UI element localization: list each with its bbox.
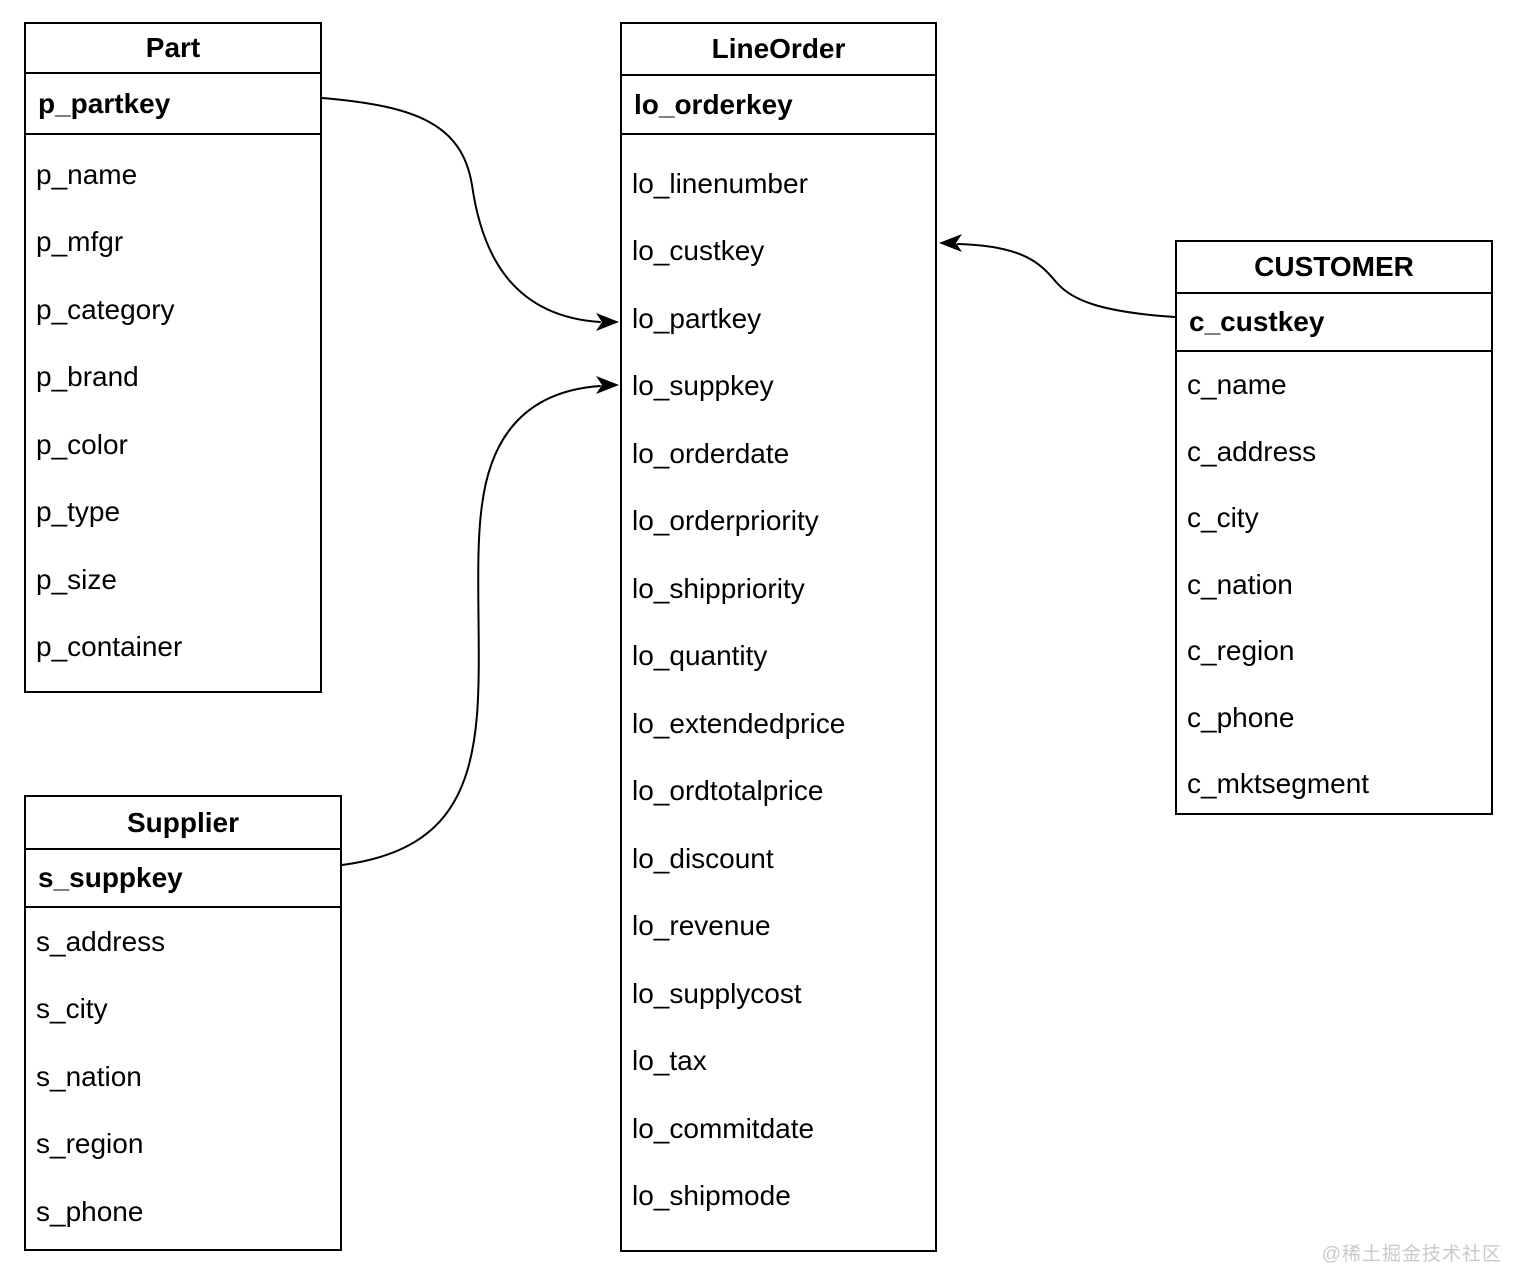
field-s_address: s_address xyxy=(36,925,166,957)
table-part-fields: p_name p_mfgr p_category p_brand p_color p_ty… xyxy=(26,135,320,681)
field-c_nation: c_nation xyxy=(1187,568,1293,600)
arrowhead-lo-partkey-icon xyxy=(596,313,619,331)
field-lo_partkey: lo_partkey xyxy=(632,302,762,334)
table-part-title: Part xyxy=(26,24,320,74)
table-lineorder: LineOrder lo_orderkey lo_linenumber lo_cu… xyxy=(620,22,937,1252)
table-supplier-fields: s_address s_city s_nation s_region s_phone xyxy=(26,908,340,1246)
relation-customer-to-lineorder xyxy=(957,243,1176,318)
table-part-key: p_partkey xyxy=(26,74,320,135)
table-supplier: Supplier s_suppkey s_address s_city s_nati… xyxy=(24,795,342,1251)
field-lo_tax: lo_tax xyxy=(632,1045,707,1077)
field-c_region: c_region xyxy=(1187,635,1295,667)
arrowhead-lo-custkey-icon xyxy=(939,234,962,252)
field-p_category: p_category xyxy=(36,293,175,325)
field-lo_shippriority: lo_shippriority xyxy=(632,572,805,604)
field-lo_orderpriority: lo_orderpriority xyxy=(632,505,819,537)
field-lo_shipmode: lo_shipmode xyxy=(632,1180,791,1212)
field-c_address: c_address xyxy=(1187,435,1317,467)
field-p_name: p_name xyxy=(36,158,138,190)
table-customer-fields: c_name c_address c_city c_nation c_region c_p… xyxy=(1177,352,1491,818)
field-p_type: p_type xyxy=(36,496,121,528)
field-lo_orderdate: lo_orderdate xyxy=(632,437,790,469)
field-lo_suppkey: lo_suppkey xyxy=(632,370,774,402)
field-p_color: p_color xyxy=(36,428,128,460)
table-customer: CUSTOMER c_custkey c_name c_address c_city… xyxy=(1175,240,1493,815)
field-lo_discount: lo_discount xyxy=(632,842,774,874)
field-c_name: c_name xyxy=(1187,369,1287,401)
watermark: @稀土掘金技术社区 xyxy=(1321,1244,1502,1265)
field-lo_ordtotalprice: lo_ordtotalprice xyxy=(632,775,824,807)
field-p_brand: p_brand xyxy=(36,361,139,393)
relation-supplier-to-lineorder xyxy=(341,385,601,866)
table-customer-title: CUSTOMER xyxy=(1177,242,1491,294)
field-c_city: c_city xyxy=(1187,502,1259,534)
table-supplier-title: Supplier xyxy=(26,797,340,850)
table-supplier-key: s_suppkey xyxy=(26,850,340,908)
table-part: Part p_partkey p_name p_mfgr p_category p_b… xyxy=(24,22,322,693)
field-s_phone: s_phone xyxy=(36,1195,144,1227)
field-c_phone: c_phone xyxy=(1187,701,1295,733)
table-lineorder-key: lo_orderkey xyxy=(622,76,935,135)
field-lo_quantity: lo_quantity xyxy=(632,640,768,672)
field-s_nation: s_nation xyxy=(36,1060,142,1092)
arrowhead-lo-suppkey-icon xyxy=(596,376,619,394)
field-lo_extendedprice: lo_extendedprice xyxy=(632,707,846,739)
field-s_city: s_city xyxy=(36,993,108,1025)
table-customer-key: c_custkey xyxy=(1177,294,1491,352)
field-lo_revenue: lo_revenue xyxy=(632,910,771,942)
field-p_size: p_size xyxy=(36,563,117,595)
field-lo_commitdate: lo_commitdate xyxy=(632,1112,815,1144)
table-lineorder-title: LineOrder xyxy=(622,24,935,76)
field-lo_linenumber: lo_linenumber xyxy=(632,167,808,199)
relation-part-to-lineorder xyxy=(321,97,601,323)
field-c_mktsegment: c_mktsegment xyxy=(1187,768,1370,800)
field-s_region: s_region xyxy=(36,1128,144,1160)
field-p_container: p_container xyxy=(36,631,183,663)
field-lo_custkey: lo_custkey xyxy=(632,235,765,267)
field-lo_supplycost: lo_supplycost xyxy=(632,977,802,1009)
field-p_mfgr: p_mfgr xyxy=(36,226,124,258)
table-lineorder-fields: lo_linenumber lo_custkey lo_partkey lo_supp… xyxy=(622,135,935,1230)
